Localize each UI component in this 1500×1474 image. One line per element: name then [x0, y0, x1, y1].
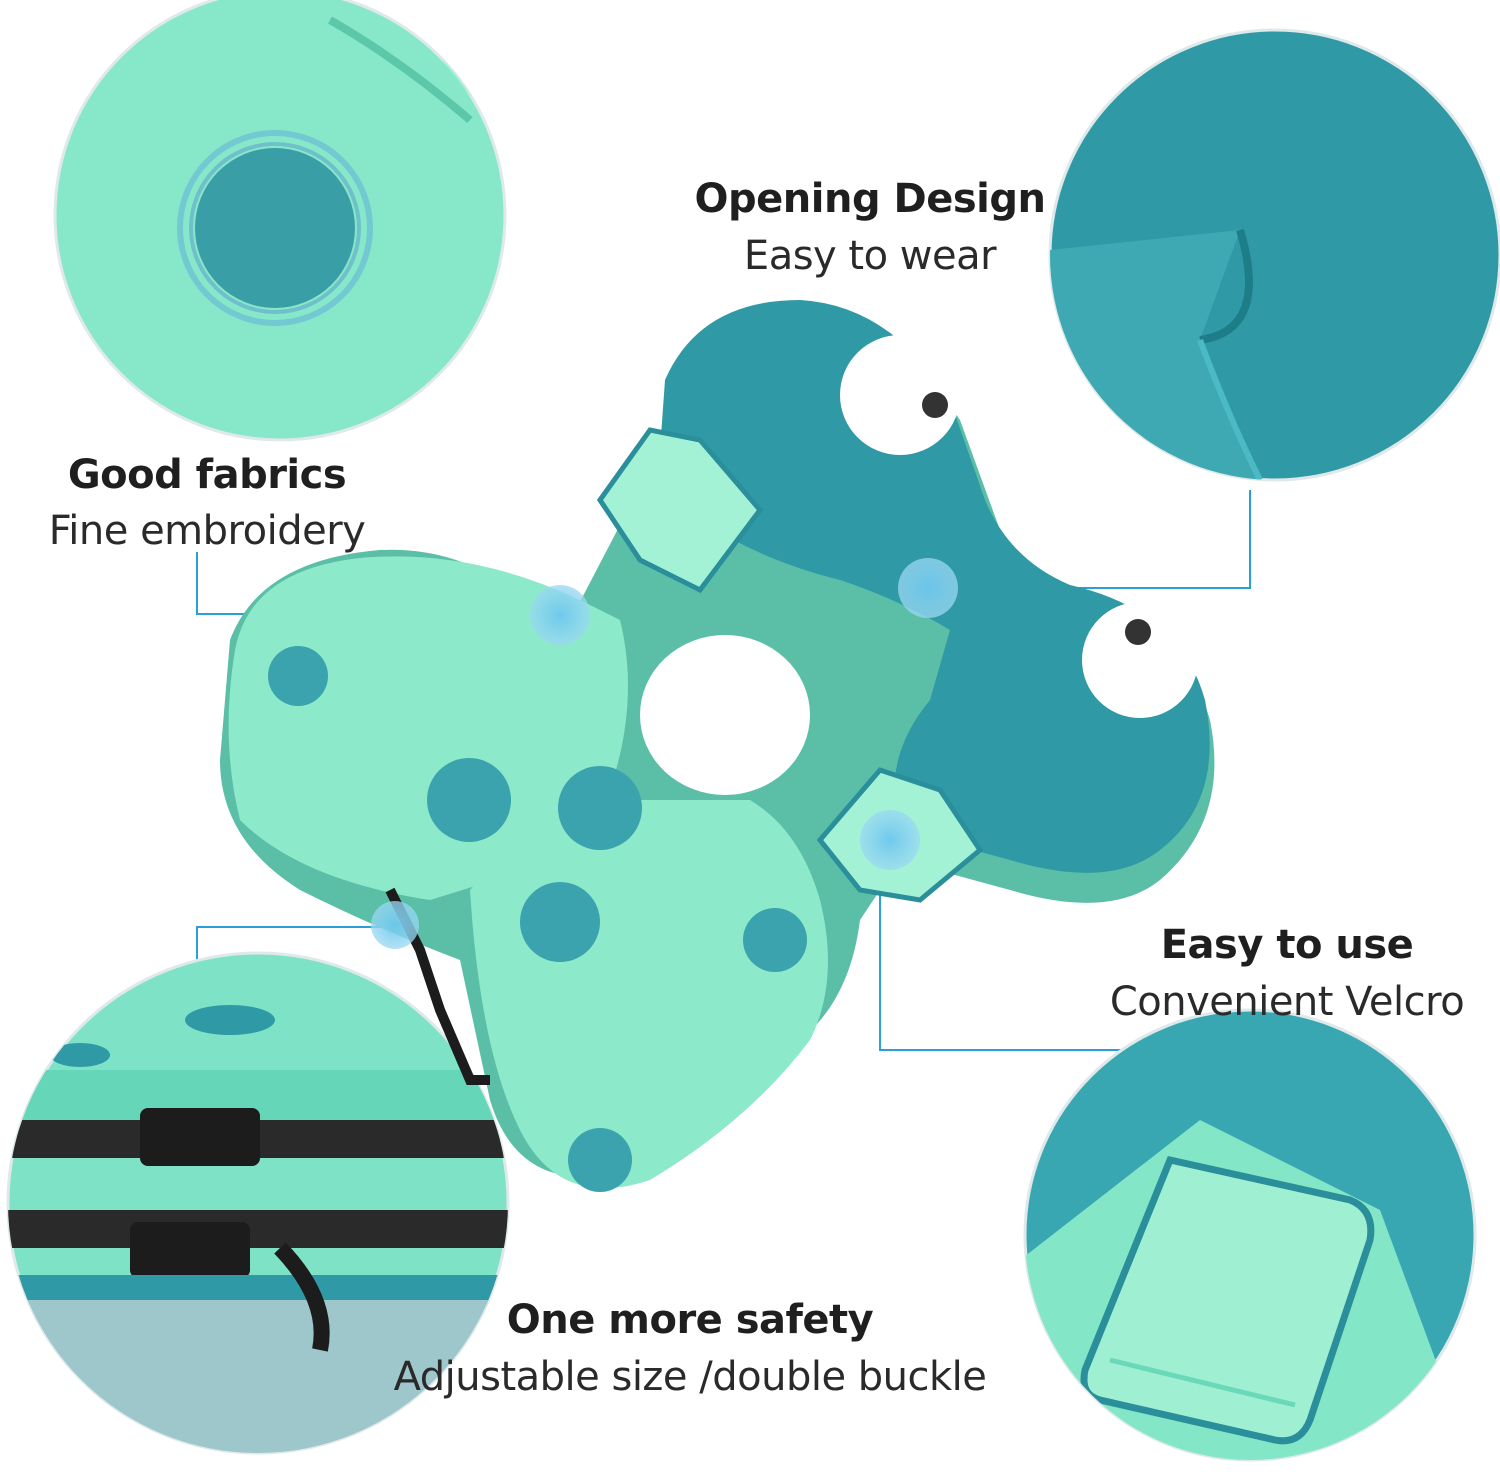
good-fabrics-title: Good fabrics: [67, 452, 347, 498]
good-fabrics-subtitle: Fine embroidery: [48, 508, 366, 554]
opening-design-title: Opening Design: [694, 176, 1046, 222]
one-more-safety-subtitle: Adjustable size /double buckle: [393, 1354, 987, 1400]
opening-design-subtitle: Easy to wear: [743, 233, 997, 279]
easy-to-use-subtitle: Convenient Velcro: [1109, 979, 1465, 1025]
one-more-safety-title: One more safety: [506, 1297, 874, 1343]
callout-dots: [371, 558, 958, 949]
zoom-velcro-circle: [1023, 1008, 1477, 1462]
zoom-buckle-circle: [6, 951, 510, 1455]
easy-to-use-title: Easy to use: [1160, 922, 1414, 968]
swim-float-product: [220, 300, 1215, 1192]
zoom-opening-circle: [1048, 28, 1500, 482]
zoom-fabrics-circle: [53, 0, 507, 442]
